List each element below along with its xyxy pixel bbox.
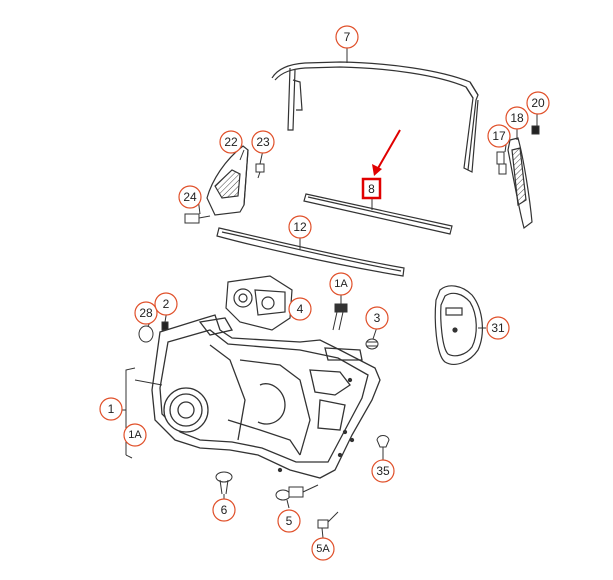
part-5-clip [275,484,319,501]
callout-5a-label: 5A [316,543,330,555]
part-20-screw [531,125,540,135]
callout-1a-top-circle [329,272,353,296]
callout-31-circle [486,316,510,340]
callout-35-label: 35 [376,464,390,478]
callout-12-label: 12 [293,220,307,234]
callout-1a-top-label: 1A [334,278,348,290]
part-23-screw [255,163,265,179]
part-2-screw [161,321,169,331]
callout-17-circle [487,124,511,148]
callout-5-circle [277,509,301,533]
callout-28-label: 28 [139,306,153,320]
callout-5-label: 5 [286,514,293,528]
callout-1a-left-label: 1A [128,429,142,441]
part-17-clip [496,151,507,175]
part-1a-bolt [332,303,348,331]
callout-3-circle [365,306,389,330]
callout-22-circle [219,130,243,154]
callout-7-label: 7 [344,30,351,44]
callout-8-label: 8 [368,182,375,196]
part-3-buffer [365,338,379,350]
part-28-plug [138,325,154,343]
part-5a-screw [317,511,339,529]
callout-18-label: 18 [510,111,524,125]
part-35-clip [376,435,390,448]
part-12-belt-strip [216,227,405,277]
callout-22-label: 22 [224,135,238,149]
callout-12-circle [288,215,312,239]
callout-5a-circle [311,537,335,561]
callout-2-circle [154,292,178,316]
part-24-clip [184,213,211,224]
callout-7-circle [335,25,359,49]
callout-1-label: 1 [108,402,115,416]
callout-20-label: 20 [531,96,545,110]
callout-3-label: 3 [374,311,381,325]
callout-8-box [361,177,382,200]
callout-17-label: 17 [492,129,506,143]
part-31-cover [434,285,483,365]
bracket-lines [117,367,163,459]
callout-24-label: 24 [183,190,197,204]
part-18-pillar-trim [507,137,533,230]
callout-35-circle [371,459,395,483]
part-4-window-motor [225,275,293,331]
highlight-arrow [372,129,401,176]
callout-1a-left-circle [123,423,147,447]
callout-4-label: 4 [297,302,304,316]
callout-18-circle [505,106,529,130]
callout-6-circle [212,498,236,522]
callout-20-circle [526,91,550,115]
part-6-screw [215,471,233,495]
part-7-frame-seal [271,61,479,173]
part-22-mirror-trim [206,145,249,216]
callout-1-circle [99,397,123,421]
callout-4-circle [288,297,312,321]
callout-24-circle [178,185,202,209]
callout-2-label: 2 [163,297,170,311]
callout-6-label: 6 [221,503,228,517]
callout-23-circle [251,130,275,154]
callout-28-circle [134,301,158,325]
callout-23-label: 23 [256,135,270,149]
part-1-door-module [151,314,381,479]
part-8-window-strip [303,193,453,235]
callout-31-label: 31 [491,321,505,335]
